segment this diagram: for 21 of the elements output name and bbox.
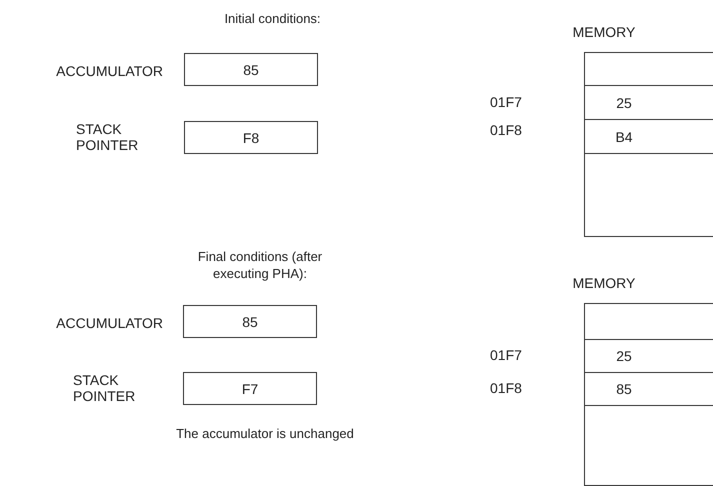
memory-heading: MEMORY (572, 275, 636, 291)
register-name: STACK POINTER (76, 121, 140, 153)
section-heading: Initial conditions: (223, 10, 322, 27)
register-box: F8 (184, 121, 318, 154)
section-heading: Final conditions (after executing PHA): (196, 248, 324, 282)
memory-cell: 85 (585, 373, 713, 406)
register-box: 85 (184, 53, 318, 86)
register-box: F7 (183, 372, 317, 405)
memory-address: 01F8 (490, 380, 523, 396)
memory-address: 01F7 (490, 94, 523, 110)
register-name: ACCUMULATOR (55, 315, 163, 331)
memory-cell: 25 (585, 340, 713, 373)
register-box: 85 (183, 305, 317, 338)
memory-heading: MEMORY (572, 24, 636, 40)
memory-address: 01F7 (490, 347, 523, 363)
register-name: STACK POINTER (73, 372, 136, 404)
memory-address: 01F8 (490, 122, 523, 138)
memory-cell: B4 (585, 120, 713, 154)
note-text: The accumulator is unchanged (175, 425, 355, 442)
register-name: ACCUMULATOR (55, 63, 163, 79)
memory-cell: 25 (585, 86, 713, 120)
